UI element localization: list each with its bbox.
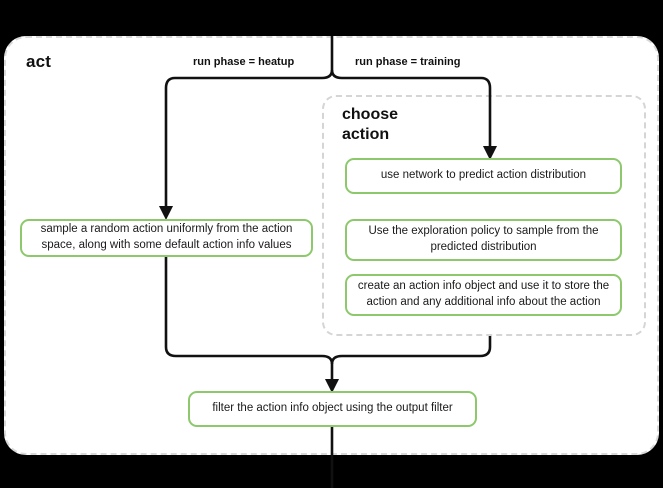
choose-action-title-line1: choose <box>342 106 399 123</box>
node-create-action-info-object[interactable]: create an action info object and use it … <box>345 274 622 316</box>
node-filter-action-info[interactable]: filter the action info object using the … <box>188 391 477 427</box>
act-container-title: act <box>26 52 52 71</box>
choose-action-container-title: choose action <box>342 105 462 145</box>
choose-action-title-line2: action <box>342 126 390 143</box>
node-sample-random-action[interactable]: sample a random action uniformly from th… <box>20 219 313 257</box>
edge-label-run-phase-training: run phase = training <box>355 56 461 68</box>
node-use-network-predict[interactable]: use network to predict action distributi… <box>345 158 622 194</box>
edge-label-run-phase-heatup: run phase = heatup <box>193 56 295 68</box>
node-exploration-policy-sample[interactable]: Use the exploration policy to sample fro… <box>345 219 622 261</box>
